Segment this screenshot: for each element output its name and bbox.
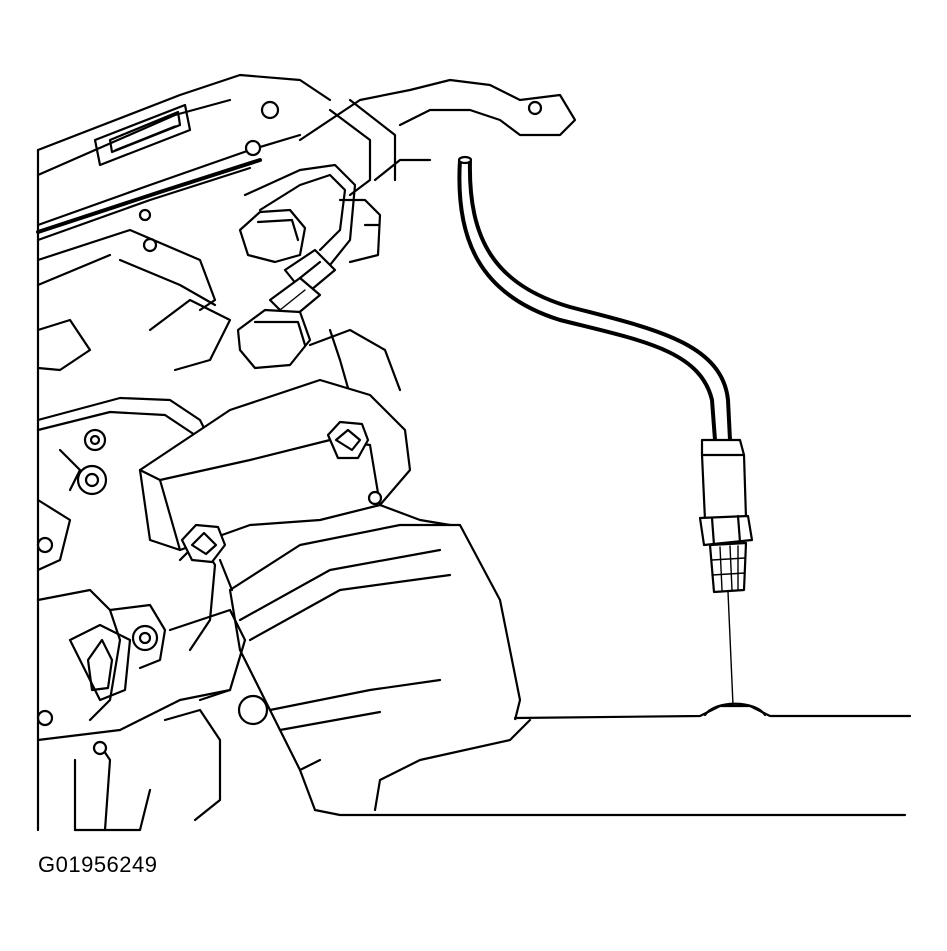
flange-nut-upper [326,420,370,460]
exhaust-manifold [138,308,912,817]
sensor-wire [457,158,717,442]
flange-nut-lower [180,523,227,564]
upper-sensor-harness [238,78,577,322]
oxygen-sensor [457,155,754,706]
figure-code: G01956249 [38,852,158,877]
